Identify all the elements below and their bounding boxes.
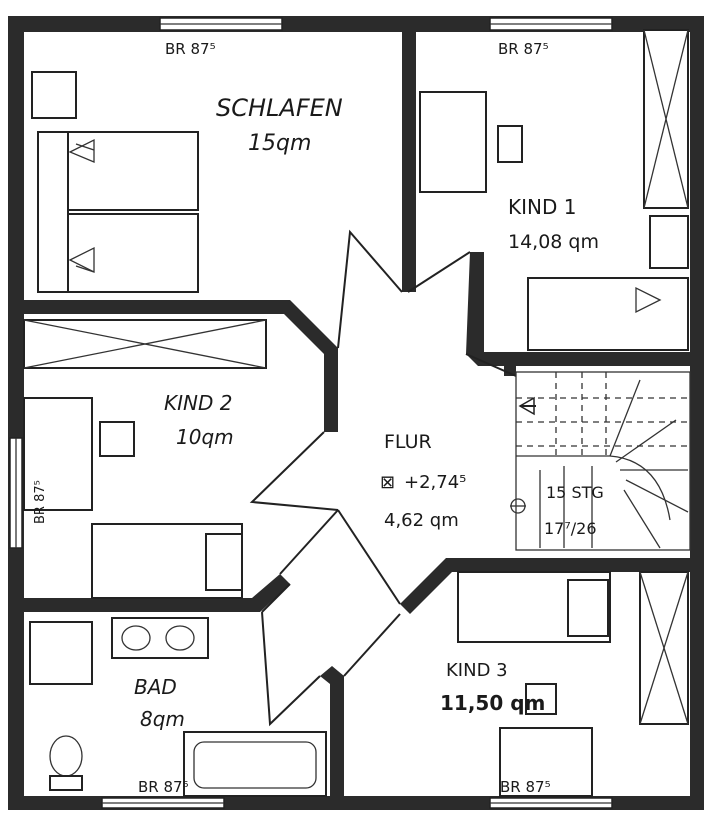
flur-area: 4,62 qm	[384, 510, 459, 531]
kind2-window: BR 87⁵	[33, 480, 48, 524]
schlafen-furniture	[31, 71, 199, 293]
schlafen-name: SCHLAFEN	[216, 94, 343, 122]
kind2-name: KIND 2	[164, 391, 232, 415]
kind3-furniture	[457, 571, 689, 797]
kind1-area: 14,08 qm	[508, 231, 599, 253]
stairs-ratio: 17⁷/26	[544, 519, 597, 538]
window-openings	[9, 17, 613, 809]
flur-symbol: ⊠	[380, 472, 395, 493]
bad-name: BAD	[134, 675, 177, 699]
door-swings	[249, 229, 517, 727]
kind2-furniture	[23, 319, 267, 599]
flur-level: +2,74⁵	[404, 472, 466, 493]
kind1-furniture	[419, 29, 689, 351]
schlafen-area: 15qm	[248, 131, 311, 156]
bad-area: 8qm	[140, 707, 185, 731]
staircase	[510, 371, 691, 551]
flur-name: FLUR	[384, 431, 432, 453]
stairs-steps: 15 STG	[546, 483, 604, 502]
bad-fixtures	[29, 617, 327, 797]
kind2-area: 10qm	[176, 425, 234, 449]
kind3-window: BR 87⁵	[500, 778, 551, 796]
schlafen-window: BR 87⁵	[165, 40, 216, 58]
kind1-window: BR 87⁵	[498, 40, 549, 58]
kind3-area: 11,50 qm	[440, 691, 545, 715]
room-labels: BR 87⁵ SCHLAFEN 15qm BR 87⁵ KIND 1 14,08…	[33, 40, 604, 796]
bad-window: BR 87⁵	[138, 778, 189, 796]
kind1-name: KIND 1	[508, 195, 576, 219]
kind3-name: KIND 3	[446, 660, 508, 681]
